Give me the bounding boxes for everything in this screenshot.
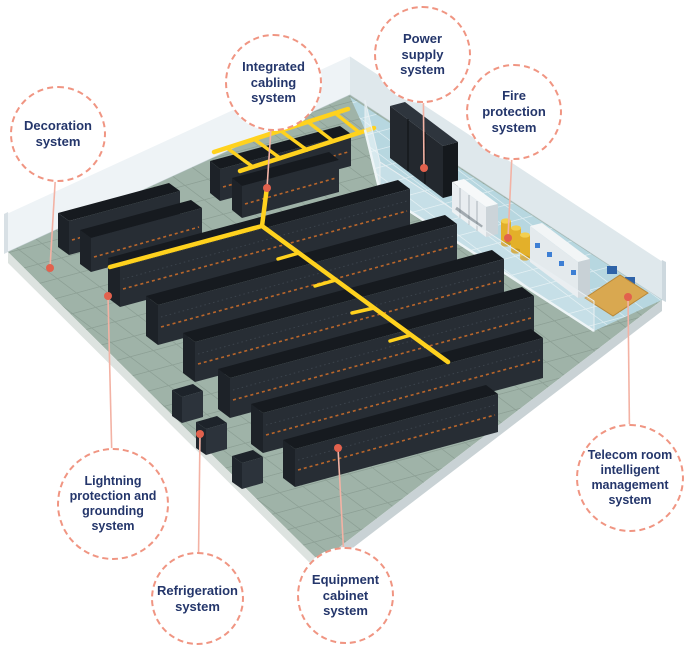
server-row-5 [251,329,543,453]
crac-unit-1 [172,384,203,423]
callout-power-supply-system: Power supply system [374,6,471,103]
callout-equipment-cabinet-system: Equipment cabinet system [297,547,394,644]
callout-label: Integrated cabling system [242,58,305,106]
callout-lightning-protection-grounding-system: Lightning protection and grounding syste… [57,448,169,560]
callout-decoration-system: Decoration system [10,86,106,182]
telecom-monitoring-racks [530,223,590,298]
server-row-3 [183,250,504,382]
leader-dots [46,164,632,452]
dot-fire-protection [504,234,512,242]
dot-lightning-protection [104,292,112,300]
dot-refrigeration [196,430,204,438]
callout-label: Refrigeration system [157,582,238,614]
callout-label: Fire protection system [482,88,546,135]
server-row-2 [146,215,457,345]
crac-unit-3 [232,450,263,489]
dot-integrated-cabling [263,184,271,192]
callout-refrigeration-system: Refrigeration system [151,552,244,645]
server-row-6 [283,385,498,487]
cable-tray-main [107,184,451,365]
callout-fire-protection-system: Fire protection system [466,64,562,160]
server-row-4 [218,287,534,418]
cable-tray-top [211,106,377,174]
floor-slab-edge [8,252,662,573]
callout-telecom-room-intelligent-management-system: Telecom room intelligent management syst… [576,424,684,532]
crac-unit-2 [196,416,227,455]
dot-decoration [46,264,54,272]
management-desk [584,266,649,317]
callout-label: Decoration system [24,118,92,149]
callout-label: Power supply system [400,30,445,78]
callout-label: Telecom room intelligent management syst… [587,447,673,508]
dot-equipment-cabinet [334,444,342,452]
callout-label: Equipment cabinet system [311,571,380,619]
dot-telecom [624,293,632,301]
callout-integrated-cabling-system: Integrated cabling system [225,34,322,131]
dot-power-supply [420,164,428,172]
callout-label: Lightning protection and grounding syste… [69,473,157,534]
